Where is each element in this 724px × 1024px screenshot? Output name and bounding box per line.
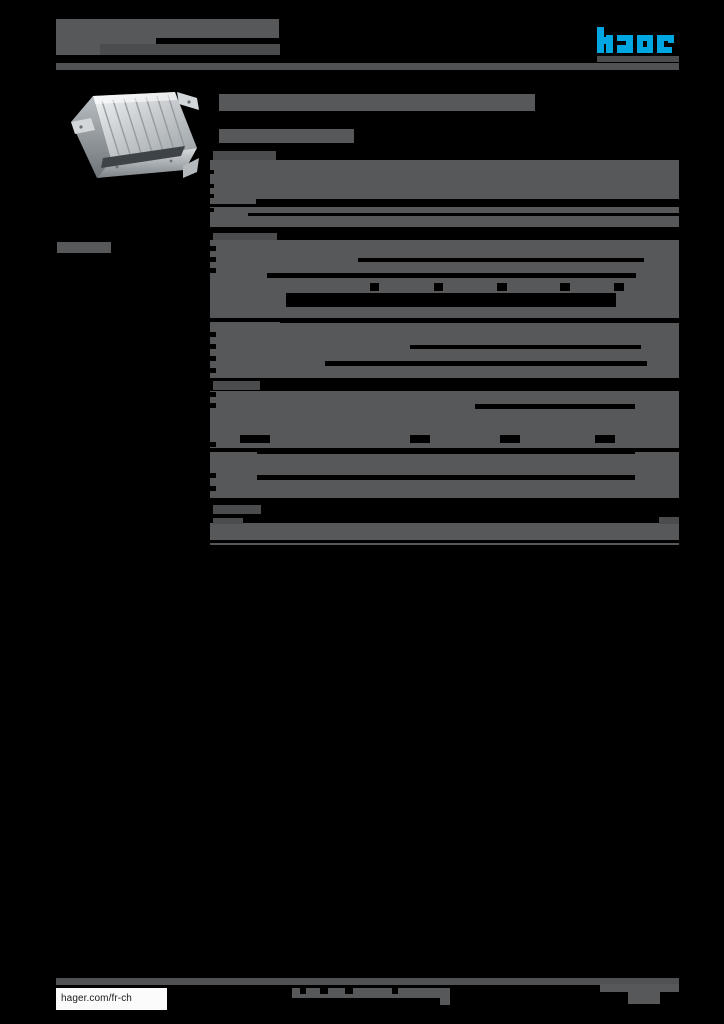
page-title-line-1 <box>56 19 279 38</box>
footer-right-gap <box>660 992 679 1008</box>
row-gap <box>210 246 216 251</box>
text-gap <box>560 283 570 291</box>
value-gap <box>280 318 679 323</box>
footer-text-gap <box>345 988 353 994</box>
text-gap <box>595 435 615 443</box>
text-gap <box>240 435 270 443</box>
value-gap <box>410 345 641 349</box>
row-gap <box>210 473 216 478</box>
value-gap <box>325 361 647 366</box>
footer-text-gap <box>300 988 306 994</box>
footer-divider <box>56 978 679 985</box>
section-4-heading <box>213 505 261 514</box>
text-gap <box>410 435 430 443</box>
value-gap <box>248 213 679 216</box>
sidebar-section-label <box>57 242 111 253</box>
row-gap <box>210 442 216 447</box>
row-gap <box>210 403 216 408</box>
section-3-rows <box>210 391 679 448</box>
row-gap <box>210 184 214 188</box>
row-gap <box>210 486 216 491</box>
product-title <box>219 94 535 111</box>
text-gap <box>614 283 624 291</box>
footer-text-gap <box>292 998 440 1005</box>
row-gap <box>210 257 216 262</box>
footer-text-gap <box>392 988 398 994</box>
page-header <box>0 0 724 80</box>
section-4-rows <box>210 523 679 545</box>
product-subtitle <box>219 129 354 143</box>
footer-text-gap <box>320 988 328 994</box>
footer-right-gap <box>628 1004 660 1010</box>
logo-tagline <box>597 56 679 62</box>
row-gap <box>210 208 214 212</box>
row-gap <box>210 170 214 174</box>
section-2-heading <box>213 233 277 242</box>
section-1-heading <box>213 151 276 160</box>
section-4-value <box>659 517 679 524</box>
section-1-rows-b <box>210 207 679 227</box>
section-2-rows-b <box>210 318 679 378</box>
section-4-label <box>213 518 243 524</box>
row-gap <box>210 368 216 373</box>
value-gap <box>210 540 679 543</box>
value-gap <box>257 475 635 480</box>
value-gap <box>358 258 644 262</box>
text-gap <box>500 435 520 443</box>
text-gap <box>370 283 379 291</box>
row-gap <box>210 356 216 361</box>
footer-right-gap <box>600 992 628 1008</box>
row-gap <box>210 344 216 349</box>
row-gap <box>210 332 216 337</box>
value-gap <box>475 404 635 409</box>
row-gap <box>210 268 216 273</box>
value-gap <box>256 199 679 204</box>
row-gap <box>210 194 214 198</box>
header-divider <box>56 63 679 70</box>
section-1-rows <box>210 160 679 204</box>
page-subtitle <box>100 44 280 55</box>
product-image <box>57 86 203 210</box>
value-gap <box>267 273 636 278</box>
section-2-rows <box>210 240 679 324</box>
text-gap <box>286 293 616 307</box>
section-3-rows-b <box>210 449 679 498</box>
hager-logo[interactable] <box>597 27 679 53</box>
value-gap <box>210 319 216 324</box>
text-gap <box>497 283 507 291</box>
footer-url[interactable]: hager.com/fr-ch <box>56 988 167 1010</box>
text-gap <box>434 283 443 291</box>
row-gap <box>210 392 216 397</box>
section-3-heading <box>213 381 260 390</box>
value-gap <box>257 449 635 454</box>
